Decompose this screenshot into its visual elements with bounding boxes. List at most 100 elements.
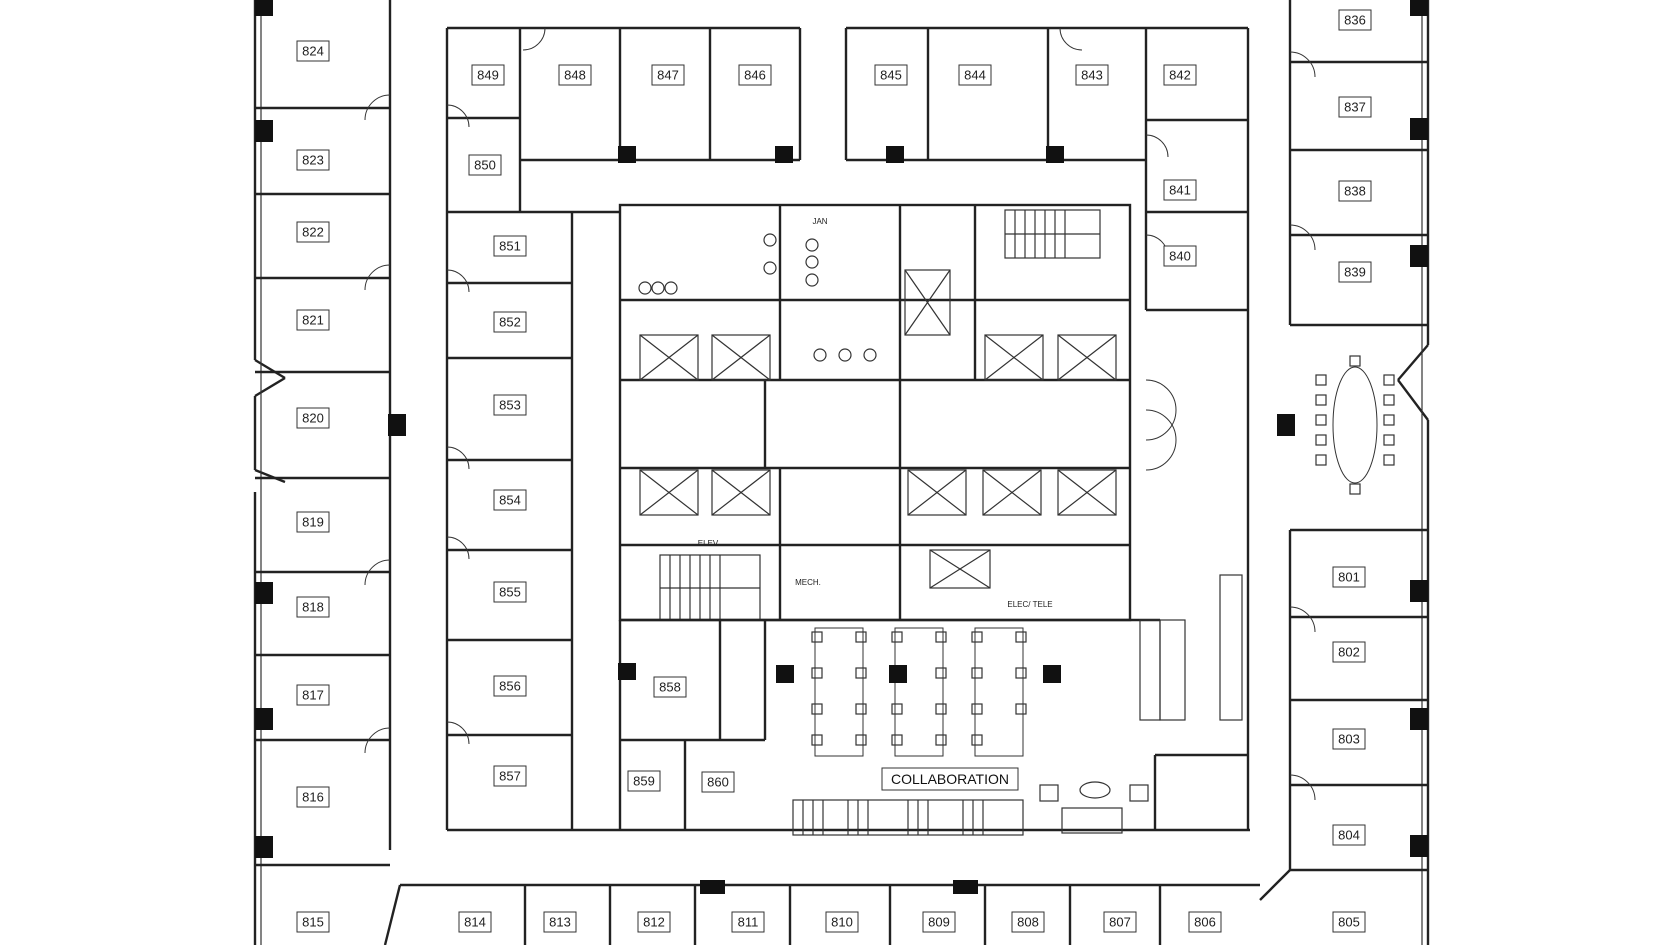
room-label-box [738, 64, 772, 86]
room-label-box [1332, 641, 1366, 663]
room-848: 848 [558, 64, 592, 86]
door-swings [364, 27, 1316, 801]
corridor-walls [572, 210, 1250, 832]
room-number: 839 [1344, 265, 1366, 280]
right-offices [1259, 0, 1428, 901]
room-809: 809 [922, 911, 956, 933]
room-852: 852 [493, 311, 527, 333]
room-label-box [458, 911, 492, 933]
room-number: 817 [302, 688, 324, 703]
room-number: 858 [659, 680, 681, 695]
room-label-box [296, 911, 330, 933]
room-803: 803 [1332, 728, 1366, 750]
room-label-box [922, 911, 956, 933]
room-824: 824 [296, 40, 330, 62]
room-811: 811 [731, 911, 765, 933]
workstations [792, 574, 1243, 836]
room-number: 808 [1017, 915, 1039, 930]
room-number: 857 [499, 769, 521, 784]
room-label-box [558, 64, 592, 86]
room-846: 846 [738, 64, 772, 86]
room-number: 812 [643, 915, 665, 930]
room-label-box [296, 684, 330, 706]
room-label-box [1332, 566, 1366, 588]
room-number: 851 [499, 239, 521, 254]
bottom-offices [383, 883, 1260, 945]
room-label-box [637, 911, 671, 933]
room-number: 846 [744, 68, 766, 83]
room-label-box [296, 786, 330, 808]
room-number: 838 [1344, 184, 1366, 199]
room-label-box [1338, 96, 1372, 118]
room-label-box [471, 64, 505, 86]
room-label-box [493, 581, 527, 603]
room-813: 813 [543, 911, 577, 933]
building-core [618, 203, 1132, 622]
room-802: 802 [1332, 641, 1366, 663]
room-label-box [493, 311, 527, 333]
room-number: 849 [477, 68, 499, 83]
room-841: 841 [1163, 179, 1197, 201]
room-number: 803 [1338, 732, 1360, 747]
room-number: 843 [1081, 68, 1103, 83]
collaboration-label: COLLABORATION [881, 767, 1019, 791]
room-label-box [296, 596, 330, 618]
room-806: 806 [1188, 911, 1222, 933]
room-labels: 8018028038048058068078088098108118128138… [296, 9, 1372, 933]
room-818: 818 [296, 596, 330, 618]
room-850: 850 [468, 154, 502, 176]
room-label-box [296, 40, 330, 62]
room-number: 844 [964, 68, 986, 83]
room-label-box [296, 309, 330, 331]
conference-table [1315, 355, 1395, 495]
room-860: 860 [701, 771, 735, 793]
room-label-box [701, 771, 735, 793]
room-847: 847 [651, 64, 685, 86]
room-number: 810 [831, 915, 853, 930]
room-number: 806 [1194, 915, 1216, 930]
elec-label: ELEC/ TELE [1007, 600, 1052, 609]
room-number: 848 [564, 68, 586, 83]
room-810: 810 [825, 911, 859, 933]
room-number: 815 [302, 915, 324, 930]
room-label-box [1075, 64, 1109, 86]
jan-label: JAN [812, 217, 827, 226]
room-number: 841 [1169, 183, 1191, 198]
collaboration-text: COLLABORATION [891, 771, 1009, 787]
room-number: 814 [464, 915, 486, 930]
room-label-box [493, 235, 527, 257]
room-label-box [627, 770, 661, 792]
room-label-box [493, 765, 527, 787]
elev-label: ELEV [698, 539, 719, 548]
room-801: 801 [1332, 566, 1366, 588]
room-label-box [1163, 64, 1197, 86]
room-label-box [543, 911, 577, 933]
room-number: 856 [499, 679, 521, 694]
room-804: 804 [1332, 824, 1366, 846]
exterior-walls [253, 0, 1430, 945]
restroom-fixtures [638, 233, 877, 362]
room-label-box [296, 511, 330, 533]
room-856: 856 [493, 675, 527, 697]
stair-bottom [659, 554, 761, 621]
room-number: 852 [499, 315, 521, 330]
room-number: 813 [549, 915, 571, 930]
room-number: 842 [1169, 68, 1191, 83]
room-number: 820 [302, 411, 324, 426]
stair-top [1004, 209, 1101, 259]
room-number: 860 [707, 775, 729, 790]
room-label-box [296, 149, 330, 171]
room-855: 855 [493, 581, 527, 603]
room-839: 839 [1338, 261, 1372, 283]
room-814: 814 [458, 911, 492, 933]
room-812: 812 [637, 911, 671, 933]
room-816: 816 [296, 786, 330, 808]
room-label-box [468, 154, 502, 176]
room-label-box [1332, 911, 1366, 933]
room-number: 823 [302, 153, 324, 168]
room-number: 836 [1344, 13, 1366, 28]
room-label-box [958, 64, 992, 86]
room-number: 822 [302, 225, 324, 240]
room-840: 840 [1163, 245, 1197, 267]
